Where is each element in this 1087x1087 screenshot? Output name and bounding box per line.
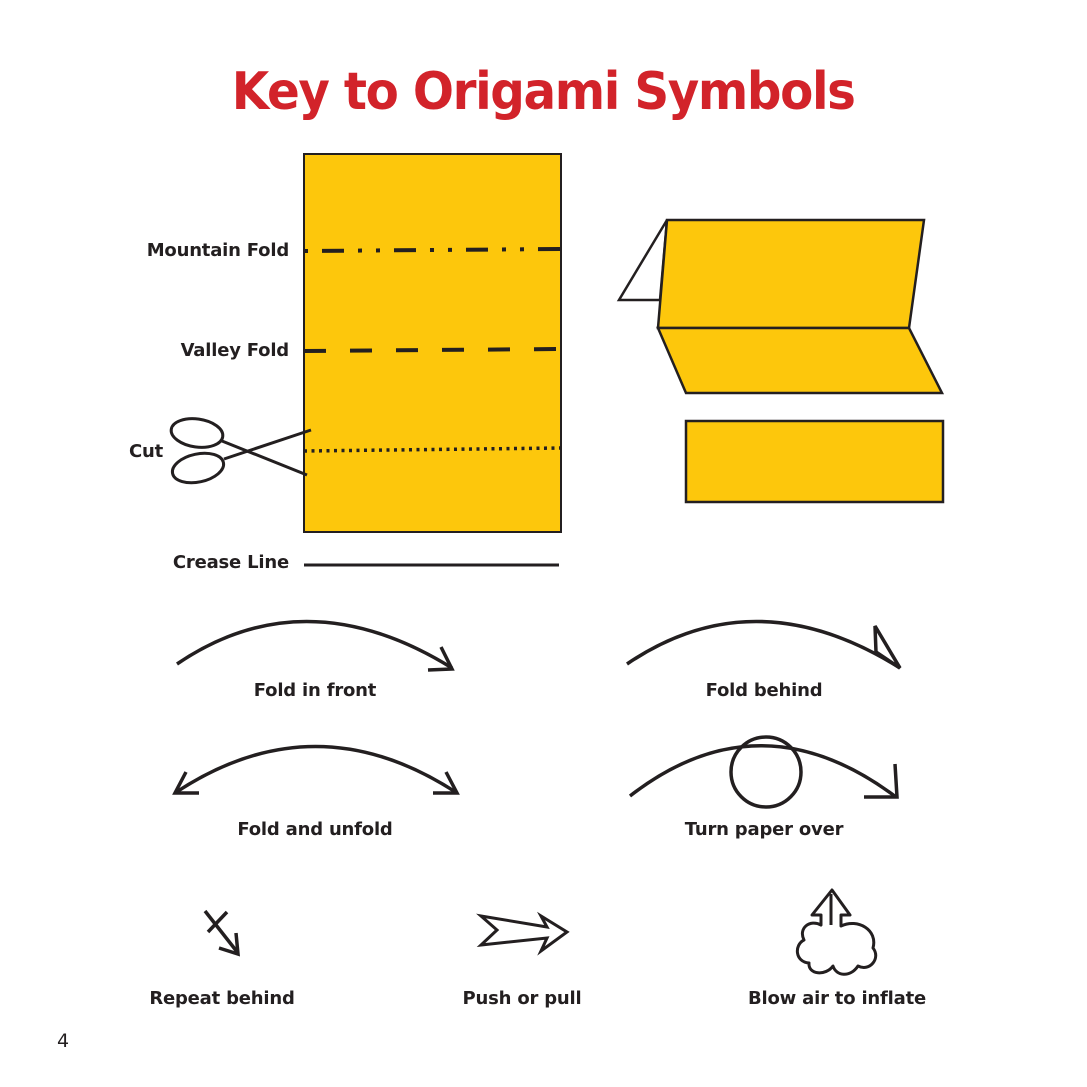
cut-line [303, 446, 562, 453]
cut-label: Cut [129, 441, 164, 462]
scissors-icon [169, 417, 312, 485]
crease-line-label: Crease Line [172, 552, 289, 573]
repeat-behind-label: Repeat behind [149, 988, 295, 1009]
blow-air-to-inflate-label: Blow air to inflate [748, 988, 926, 1009]
paper-strip-illustration [684, 419, 945, 504]
paper-sheet [303, 153, 562, 533]
fold-and-unfold-label: Fold and unfold [237, 819, 393, 840]
cloud-arrow-icon [795, 888, 878, 976]
arc-arrow-open-head-icon [176, 619, 455, 672]
mountain-fold-label: Mountain Fold [146, 240, 289, 261]
arc-arrow-with-circle-icon [628, 735, 899, 809]
folded-paper-illustration [616, 218, 945, 395]
valley-fold-label: Valley Fold [180, 340, 290, 361]
fold-in-front-label: Fold in front [253, 680, 377, 701]
page-number: 4 [57, 1030, 70, 1052]
arc-arrow-half-head-icon [626, 619, 902, 670]
page-title: Key to Origami Symbols [231, 62, 856, 122]
turn-paper-over-label: Turn paper over [684, 819, 844, 840]
push-or-pull-label: Push or pull [462, 988, 582, 1009]
crossed-arrow-icon [203, 909, 240, 957]
mountain-fold-line [303, 247, 562, 253]
hollow-arrow-icon [476, 911, 570, 956]
fold-behind-label: Fold behind [705, 680, 823, 701]
double-arc-arrow-icon [172, 744, 460, 795]
